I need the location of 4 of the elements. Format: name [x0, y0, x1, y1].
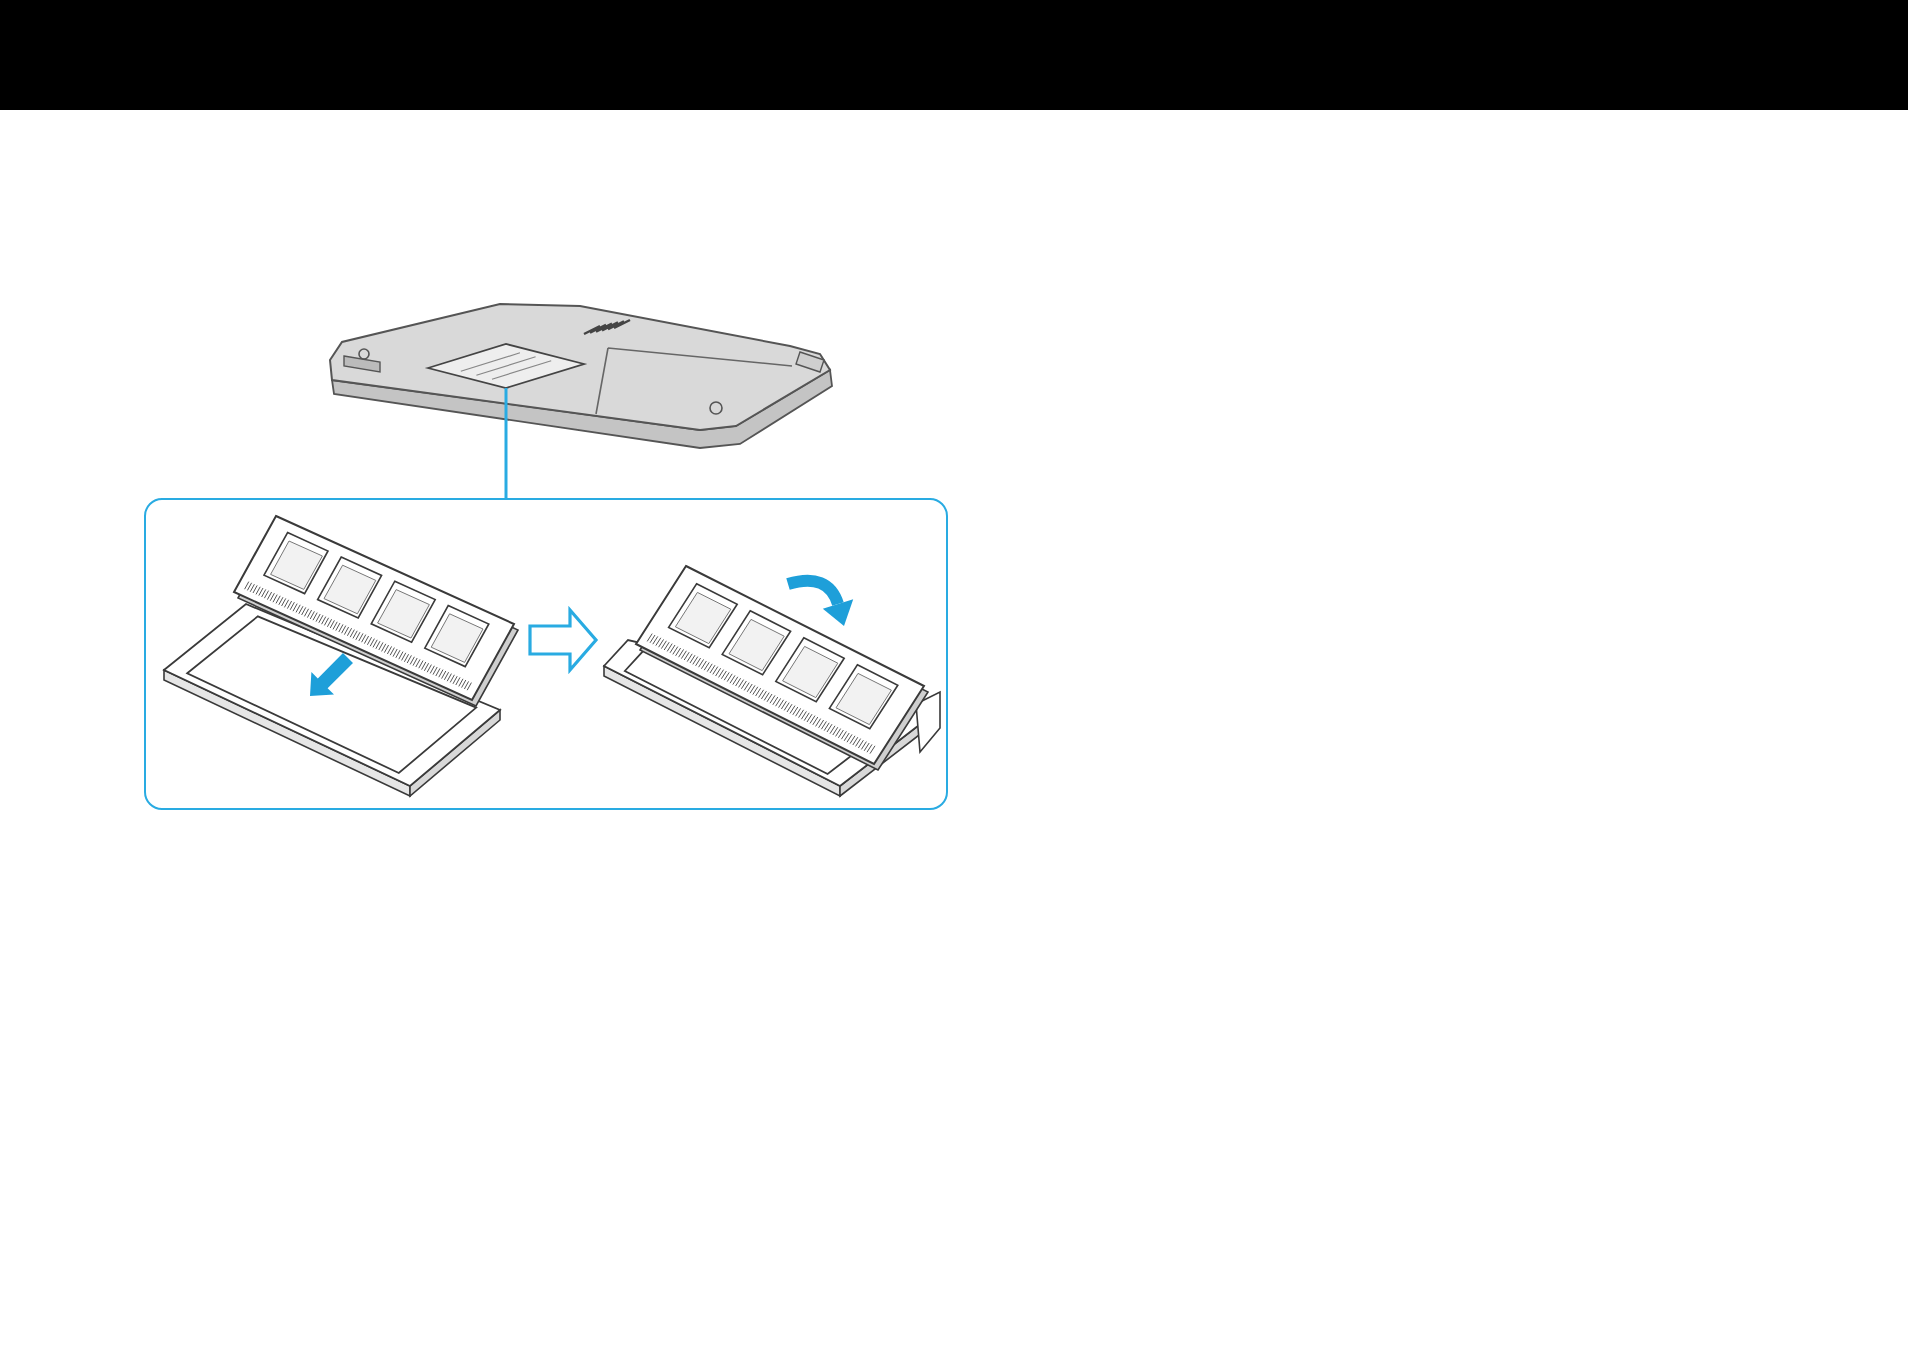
callout-panel: [144, 498, 948, 810]
hollow-arrow: [528, 605, 599, 675]
memory-compartment-cover: [424, 343, 588, 389]
leader-line: [504, 388, 508, 498]
